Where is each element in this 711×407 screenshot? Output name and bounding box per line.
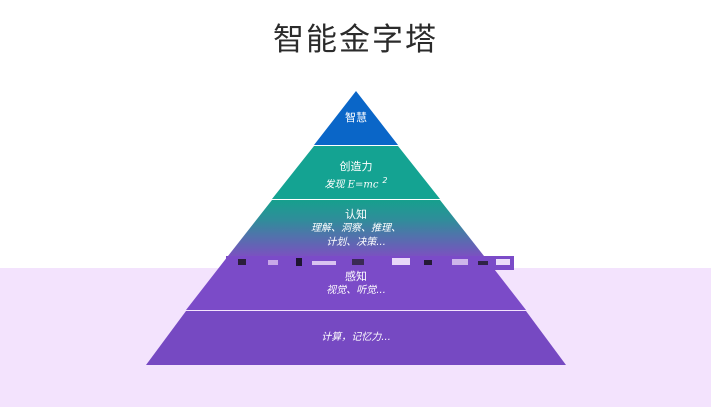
level-cognition-label: 认知	[345, 208, 367, 221]
level-creativity-label: 创造力	[339, 160, 373, 173]
pyramid-level-creativity	[272, 146, 440, 199]
level-wisdom-label: 智慧	[345, 111, 367, 124]
level-perception-label: 感知	[345, 270, 367, 283]
formula: E=mc	[347, 179, 379, 191]
page-title: 智能金字塔	[273, 22, 438, 58]
glitch-strip	[226, 256, 514, 270]
level-cognition-desc-line2: 计划、决策...	[326, 237, 386, 248]
pyramid-level-wisdom	[314, 91, 398, 145]
pyramid-level-base	[146, 311, 566, 365]
level-perception-text: 感知 视觉、听觉...	[276, 270, 436, 298]
level-base-text: 计算，记忆力...	[256, 331, 456, 345]
level-cognition-text: 认知 理解、洞察、推理、 计划、决策...	[276, 208, 436, 250]
level-perception-desc: 视觉、听觉...	[326, 285, 386, 296]
level-cognition-desc-line1: 理解、洞察、推理、	[311, 223, 401, 234]
pyramid-level-cognition	[228, 200, 484, 256]
formula-superscript: 2	[382, 176, 388, 185]
level-wisdom-text: 智慧	[316, 111, 396, 125]
level-base-desc: 计算，记忆力...	[321, 332, 391, 343]
